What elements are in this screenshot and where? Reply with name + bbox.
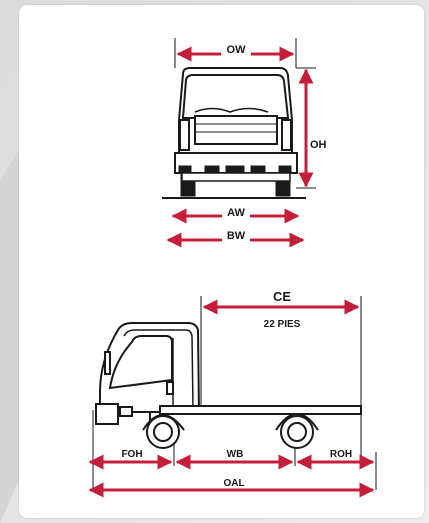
roh-label-bg (327, 447, 355, 459)
oal-label-bg (218, 475, 250, 487)
side-view: CE 22 PIES FOH WB ROH OAL (88, 289, 377, 498)
ow-label-bg (221, 45, 251, 59)
roh-label: ROH (330, 449, 352, 460)
wb-label: WB (227, 449, 244, 460)
front-extension-lines (174, 38, 316, 189)
ce-label: CE (273, 289, 291, 304)
truck-front-icon (174, 67, 298, 197)
bw-label-bg (222, 228, 250, 242)
aw-label-bg (222, 206, 250, 219)
oh-label: OH (310, 139, 327, 151)
wb-label-bg (222, 447, 248, 459)
foh-label: FOH (121, 449, 142, 460)
ow-label: OW (227, 44, 247, 56)
oal-label: OAL (223, 478, 244, 489)
aw-label: AW (227, 207, 245, 219)
ce-value: 22 PIES (264, 319, 301, 330)
side-extension-lines (92, 296, 377, 490)
foh-label-bg (118, 446, 144, 458)
truck-side-icon (95, 322, 362, 449)
bw-label: BW (227, 230, 246, 242)
front-view: OW OH AW BW (162, 38, 327, 248)
